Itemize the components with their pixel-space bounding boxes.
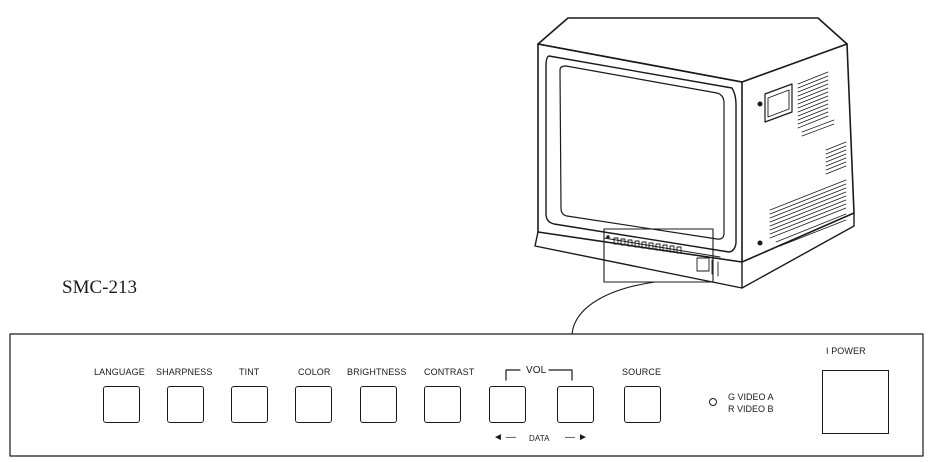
vol-down-button[interactable] bbox=[489, 386, 526, 423]
color-button[interactable] bbox=[295, 386, 332, 423]
led-video-b-label: R VIDEO B bbox=[728, 404, 774, 414]
vol-bracket bbox=[505, 369, 521, 381]
model-label: SMC-213 bbox=[62, 277, 137, 298]
leader-line bbox=[571, 281, 656, 335]
video-led-indicator bbox=[709, 398, 717, 406]
source-button[interactable] bbox=[624, 386, 661, 423]
data-right-arrow: — ► bbox=[565, 432, 588, 443]
brightness-button[interactable] bbox=[360, 386, 397, 423]
language-button[interactable] bbox=[103, 386, 140, 423]
data-label: DATA bbox=[529, 434, 550, 443]
sharpness-button[interactable] bbox=[167, 386, 204, 423]
tint-button[interactable] bbox=[231, 386, 268, 423]
led-video-a-label: G VIDEO A bbox=[728, 392, 774, 402]
brightness-label: BRIGHTNESS bbox=[347, 367, 407, 377]
power-button[interactable] bbox=[822, 370, 889, 434]
tint-label: TINT bbox=[239, 367, 260, 377]
zoom-box bbox=[603, 228, 714, 283]
vol-up-button[interactable] bbox=[557, 386, 594, 423]
monitor-screen-frame bbox=[545, 55, 737, 253]
source-label: SOURCE bbox=[622, 367, 662, 377]
data-left-arrow: ◄ — bbox=[493, 432, 516, 443]
power-label: I POWER bbox=[826, 346, 866, 356]
language-label: LANGUAGE bbox=[94, 367, 145, 377]
sharpness-label: SHARPNESS bbox=[156, 367, 213, 377]
monitor-screen bbox=[559, 65, 725, 240]
contrast-button[interactable] bbox=[424, 386, 461, 423]
control-panel bbox=[9, 333, 924, 457]
vol-label: VOL bbox=[526, 365, 547, 376]
color-label: COLOR bbox=[298, 367, 331, 377]
monitor-top bbox=[537, 17, 848, 45]
contrast-label: CONTRAST bbox=[424, 367, 475, 377]
monitor-side bbox=[741, 43, 855, 263]
